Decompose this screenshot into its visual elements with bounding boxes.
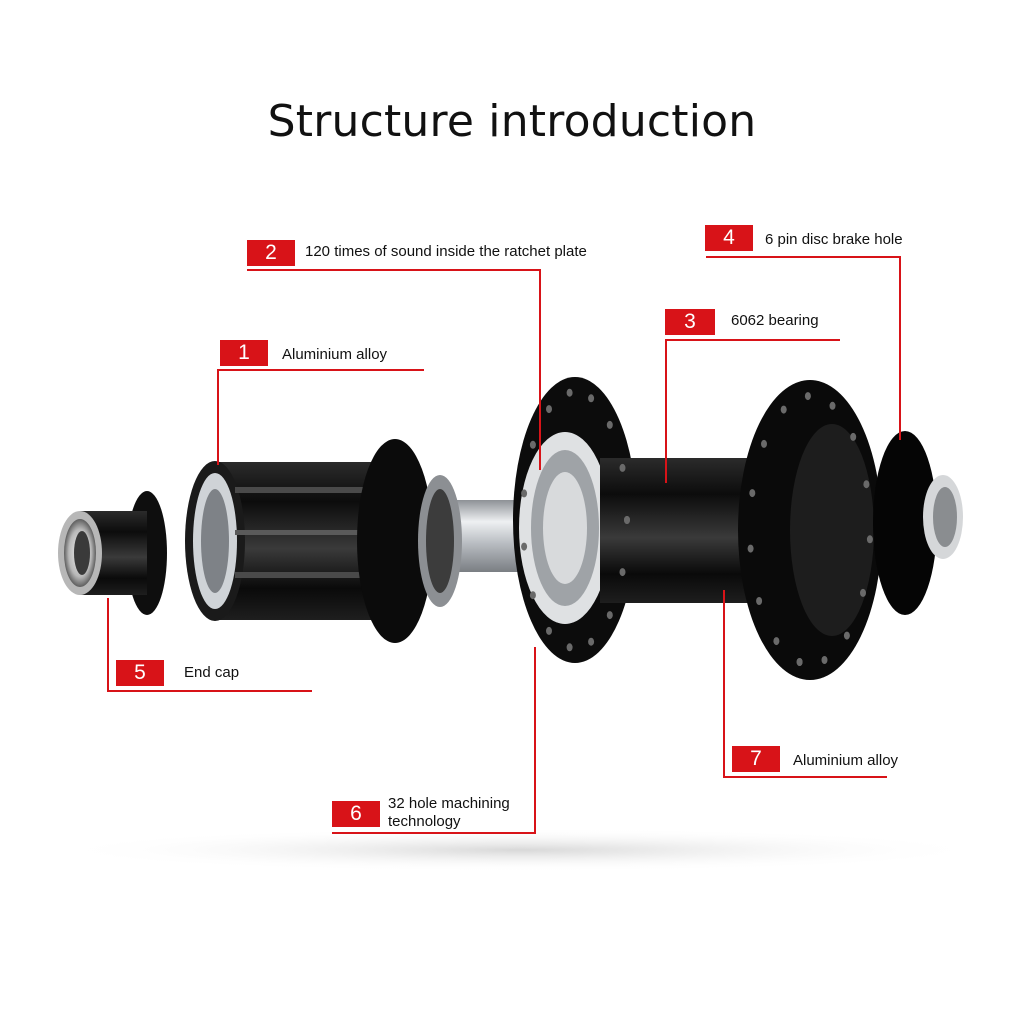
spoke-hole: [843, 631, 850, 640]
callout-label-1: Aluminium alloy: [282, 346, 388, 363]
spoke-hole: [756, 597, 763, 605]
spoke-hole: [796, 658, 803, 666]
spoke-holes-right: [747, 392, 873, 666]
spoke-hole: [566, 643, 573, 652]
spoke-hole: [619, 568, 626, 577]
spoke-holes-left: [521, 388, 630, 652]
callout-number-3: 3: [665, 309, 715, 335]
spoke-hole: [521, 489, 528, 498]
callout-number-1: 1: [220, 340, 268, 366]
leader-line-5: [107, 598, 312, 692]
callout-label-2: 120 times of sound inside the ratchet pl…: [305, 243, 587, 260]
spoke-hole: [804, 392, 811, 401]
right-flange: [738, 380, 882, 680]
callout-label-6: 32 hole machining technology: [388, 795, 510, 831]
callout-label-3: 6062 bearing: [731, 312, 819, 329]
spoke-hole: [866, 535, 873, 544]
leader-line-1: [217, 369, 424, 465]
spoke-hole: [588, 394, 595, 403]
leader-line-2: [247, 269, 541, 470]
callout-label-4: 6 pin disc brake hole: [765, 231, 903, 248]
spoke-hole: [773, 637, 780, 646]
callout-label-5: End cap: [184, 664, 240, 681]
callout-number-5: 5: [116, 660, 164, 686]
spoke-hole: [546, 405, 552, 414]
spoke-hole: [606, 420, 613, 429]
spoke-hole: [529, 591, 536, 600]
leader-line-6: [332, 647, 536, 834]
spoke-hole: [829, 401, 836, 410]
spoke-hole: [606, 611, 613, 620]
spoke-hole: [860, 588, 866, 597]
end-cap: [58, 491, 167, 615]
spoke-hole: [588, 637, 595, 646]
spoke-hole: [780, 405, 787, 414]
spoke-hole: [624, 516, 630, 524]
callout-number-7: 7: [732, 746, 780, 772]
floor-shadow: [50, 828, 990, 872]
leader-line-4: [706, 256, 901, 440]
callout-number-2: 2: [247, 240, 295, 266]
spoke-hole: [747, 544, 754, 553]
spoke-hole: [863, 480, 870, 489]
page-title: Structure introduction: [267, 96, 757, 147]
leader-line-7: [723, 590, 887, 778]
callout-label-6-line2: technology: [388, 813, 461, 830]
spoke-hole: [749, 489, 756, 498]
spoke-hole: [619, 463, 626, 472]
spoke-hole: [521, 542, 528, 551]
freehub-body: [185, 439, 462, 643]
leader-line-3: [665, 339, 840, 483]
spoke-hole: [850, 432, 857, 441]
callout-number-4: 4: [705, 225, 753, 251]
spoke-hole: [761, 439, 767, 448]
spoke-hole: [821, 656, 828, 664]
callout-number-6: 6: [332, 801, 380, 827]
spoke-hole: [529, 440, 536, 449]
spoke-hole: [546, 626, 552, 635]
callout-label-7: Aluminium alloy: [793, 752, 899, 769]
callout-label-6-line1: 32 hole machining: [388, 795, 510, 812]
disc-brake-mount: [873, 431, 963, 615]
spoke-hole: [566, 388, 573, 397]
